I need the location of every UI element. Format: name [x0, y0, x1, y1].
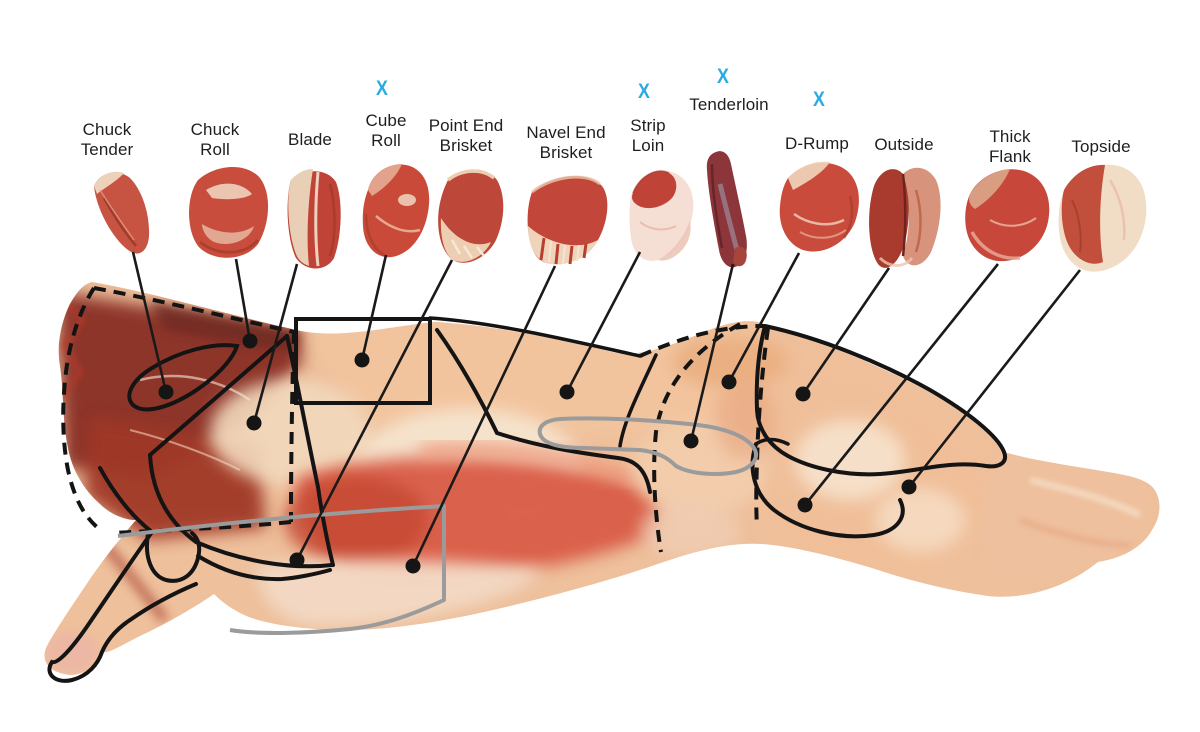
x-mark-d-rump: X [813, 88, 825, 111]
cut-label-navel-end-brisket: Navel End Brisket [526, 123, 606, 163]
leader-line-tenderloin [689, 263, 735, 442]
cut-photo-blade [287, 169, 341, 269]
location-dot-topside [901, 479, 917, 495]
cut-label-thick-flank: Thick Flank [988, 127, 1032, 167]
foreleg-outline [47, 530, 154, 683]
cut-label-chuck-tender: Chuck Tender [80, 120, 134, 160]
cut-photo-strip-loin [629, 170, 694, 261]
leader-line-chuck-roll [234, 258, 252, 342]
cut-photos [94, 151, 1147, 272]
cut-photo-tenderloin [706, 151, 747, 268]
cut-photo-cube-roll [362, 164, 430, 258]
leader-line-blade [252, 263, 299, 424]
x-mark-strip-loin: X [638, 80, 650, 103]
cut-label-cube-roll: Cube Roll [365, 111, 407, 151]
shin-hook [145, 531, 202, 583]
cut-label-topside: Topside [1071, 137, 1131, 156]
cut-photo-thick-flank [965, 169, 1050, 262]
leader-line-thick-flank [803, 263, 1000, 506]
cut-photo-topside [1058, 164, 1147, 272]
chuck-dashed-bottom [111, 520, 292, 535]
cut-photo-chuck-roll [189, 166, 269, 258]
location-dot-chuck-roll [242, 333, 258, 349]
cut-label-d-rump: D-Rump [785, 134, 849, 153]
location-dot-cube-roll [354, 352, 370, 368]
leader-line-topside [907, 269, 1082, 488]
cut-label-tenderloin: Tenderloin [689, 95, 769, 114]
cut-photo-point-end-brisket [438, 169, 504, 263]
chuck-dashed-top [93, 286, 295, 334]
hump-dashed [639, 324, 765, 358]
navel-gray-outline [117, 504, 446, 635]
leader-line-strip-loin [565, 251, 642, 393]
shoulder-edge [98, 466, 154, 534]
location-dot-navel-end-brisket [405, 558, 421, 574]
cut-photo-navel-end-brisket [527, 175, 608, 265]
location-dot-point-end-brisket [289, 552, 305, 568]
back-line [428, 316, 642, 358]
leader-line-outside [801, 267, 891, 395]
leader-line-cube-roll [360, 254, 388, 361]
leader-line-chuck-tender [131, 251, 168, 393]
location-dot-thick-flank [797, 497, 813, 513]
cut-label-point-end-brisket: Point End Brisket [428, 116, 504, 156]
location-dot-blade [246, 415, 262, 431]
cut-label-chuck-roll: Chuck Roll [190, 120, 240, 160]
location-dot-chuck-tender [158, 384, 174, 400]
location-dot-tenderloin [683, 433, 699, 449]
location-dot-strip-loin [559, 384, 575, 400]
section-outline-thick-flank [750, 442, 905, 539]
chuck-dashed-right [289, 331, 296, 523]
cut-photo-d-rump [779, 161, 859, 252]
leader-line-d-rump [727, 252, 801, 383]
section-outline-cube-roll [294, 317, 432, 405]
location-dot-outside [795, 386, 811, 402]
leader-line-navel-end-brisket [411, 265, 557, 567]
carcass-body [44, 282, 1160, 675]
connector-layer [131, 251, 1082, 574]
brisket-top-line [196, 554, 332, 582]
x-mark-tenderloin: X [717, 65, 729, 88]
cut-photo-chuck-tender [94, 171, 150, 254]
cut-label-outside: Outside [874, 135, 934, 154]
location-dot-d-rump [721, 374, 737, 390]
section-outline-blade [148, 334, 289, 457]
cut-photo-outside [869, 167, 941, 268]
x-mark-cube-roll: X [376, 77, 388, 100]
section-outline-loin [435, 328, 652, 494]
cut-label-blade: Blade [288, 130, 332, 149]
chuck-dashed-left [61, 286, 100, 530]
rump-dashed-left [652, 322, 741, 553]
leader-line-point-end-brisket [295, 259, 454, 561]
section-outline-chuck-tender [127, 343, 240, 412]
cut-label-strip-loin: Strip Loin [630, 116, 666, 156]
